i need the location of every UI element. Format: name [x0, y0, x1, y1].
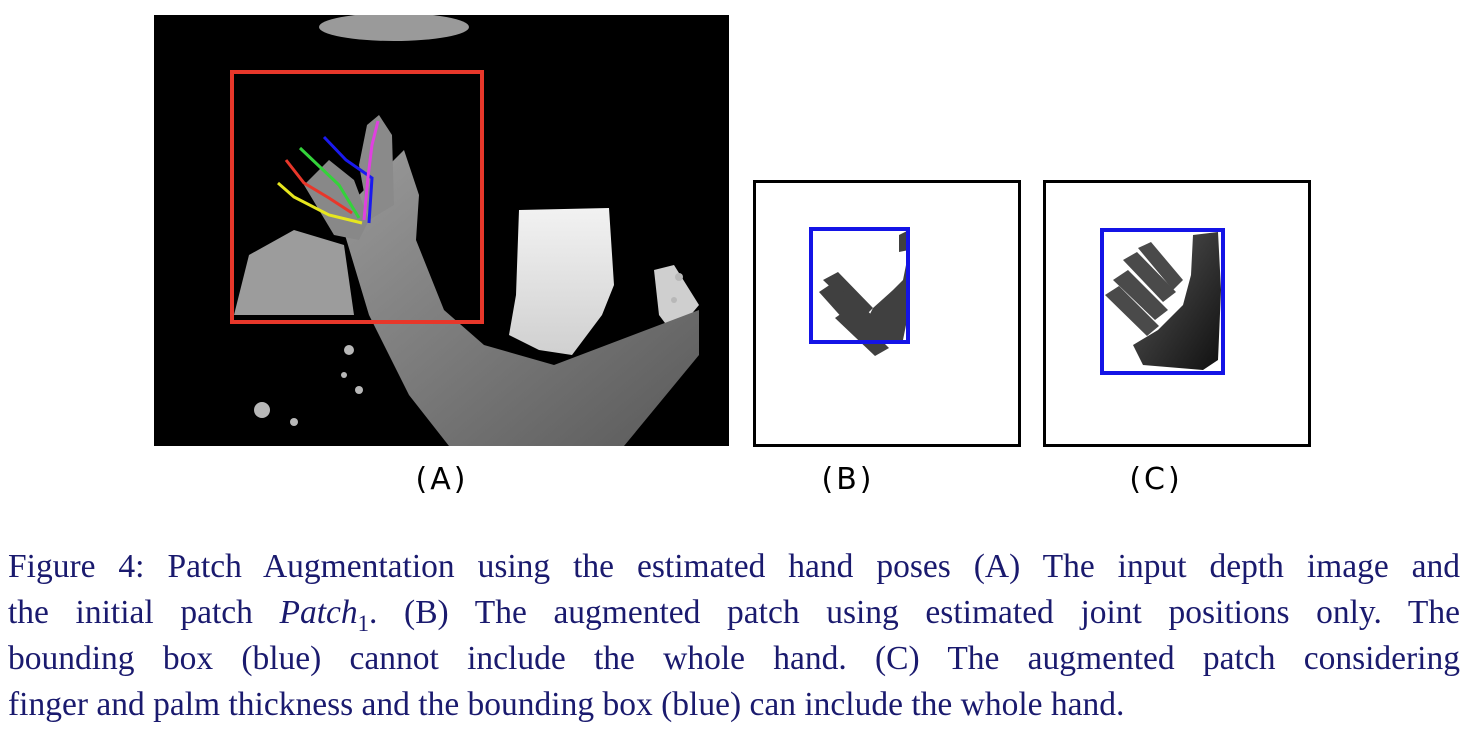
- background-board: [509, 208, 614, 355]
- panel-label-c: (C): [1129, 462, 1183, 497]
- depth-image-svg: [154, 15, 729, 446]
- caption-line-2: the initial patch Patch1. (B) The augmen…: [8, 590, 1460, 636]
- arm-region: [339, 150, 699, 446]
- caption-line-1: Figure 4: Patch Augmentation using the e…: [8, 544, 1460, 590]
- patch-b-svg: [753, 180, 1021, 447]
- bounding-box-c: [1100, 228, 1225, 375]
- joint-line-thumb: [362, 120, 380, 221]
- caption-text-2b: . (B) The augmented patch using estimate…: [369, 594, 1460, 631]
- caption-line-3: bounding box (blue) cannot include the w…: [8, 640, 1460, 677]
- joint-line-little: [277, 181, 363, 225]
- caption-text-2a: the initial patch: [8, 594, 280, 631]
- hand-crop-b: [819, 230, 909, 356]
- joint-skeleton: [277, 120, 380, 225]
- caption-text-1: Patch Augmentation using the estimated h…: [167, 548, 1461, 585]
- panel-label-b: (B): [821, 462, 875, 497]
- figure-caption: Figure 4: Patch Augmentation using the e…: [8, 544, 1460, 728]
- joint-line-ring: [284, 159, 353, 215]
- augmented-patch-with-thickness: [1043, 180, 1311, 447]
- initial-patch-box: [230, 70, 484, 324]
- augmented-patch-joints-only: [753, 180, 1021, 447]
- panel-label-a: (A): [415, 462, 469, 497]
- palm-thumb-crop-c: [1133, 232, 1221, 370]
- bounding-box-b: [809, 227, 910, 344]
- table-surface: [234, 230, 354, 315]
- input-depth-image: [154, 15, 729, 446]
- lamp-blob: [319, 15, 469, 41]
- figure-number: Figure 4:: [8, 548, 145, 585]
- joint-line-index: [322, 135, 374, 224]
- patch-symbol: Patch: [279, 594, 358, 631]
- patch-c-svg: [1043, 180, 1311, 447]
- caption-line-4: finger and palm thickness and the boundi…: [8, 686, 1125, 723]
- joint-line-middle: [298, 146, 361, 219]
- depth-noise: [254, 273, 683, 426]
- patch-subscript: 1: [357, 610, 370, 636]
- hand-crop-c: [1105, 242, 1183, 336]
